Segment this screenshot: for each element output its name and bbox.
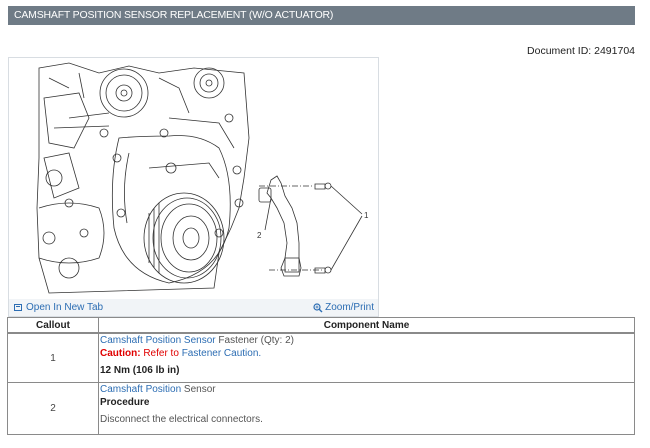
table-row: 1 Camshaft Position Sensor Fastener (Qty…: [7, 332, 635, 383]
callout-label-2: 2: [257, 231, 262, 240]
magnify-icon: [313, 302, 323, 312]
procedure-step: Disconnect the electrical connectors.: [100, 414, 263, 425]
fastener-caution-link[interactable]: Fastener Caution: [181, 348, 259, 359]
column-header-callout: Callout: [7, 317, 99, 334]
new-tab-icon: [14, 304, 22, 311]
page-title-bar: CAMSHAFT POSITION SENSOR REPLACEMENT (W/…: [8, 6, 635, 25]
open-in-new-tab-label: Open In New Tab: [26, 302, 104, 313]
procedure-label: Procedure: [100, 397, 150, 408]
caution-label: Caution:: [100, 348, 141, 359]
caution-period: .: [258, 348, 262, 359]
component-cell: Camshaft Position Sensor Fastener (Qty: …: [98, 332, 635, 383]
callout-cell: 2: [7, 382, 99, 435]
component-suffix: Fastener (Qty: 2): [215, 335, 294, 346]
callout-cell: 1: [7, 332, 99, 383]
document-id: Document ID: 2491704: [527, 45, 635, 57]
component-cell: Camshaft Position Sensor Procedure Disco…: [98, 382, 635, 435]
zoom-print-label: Zoom/Print: [325, 302, 374, 313]
torque-spec: 12 Nm (106 lb in): [100, 365, 180, 376]
open-in-new-tab-link[interactable]: Open In New Tab: [14, 299, 103, 316]
table-header-row: Callout Component Name: [7, 317, 635, 334]
camshaft-position-sensor-link[interactable]: Camshaft Position Sensor: [100, 335, 216, 346]
callout-label-1: 1: [364, 211, 369, 220]
caution-text: Refer to: [140, 348, 182, 359]
illustration-footer: Open In New Tab Zoom/Print: [9, 299, 378, 316]
column-header-component-name: Component Name: [98, 317, 635, 334]
camshaft-position-link[interactable]: Camshaft Position: [100, 384, 182, 395]
illustration-panel: 1 2 Open In New Tab Zoom/Print: [8, 57, 379, 317]
page-title: CAMSHAFT POSITION SENSOR REPLACEMENT (W/…: [14, 9, 334, 21]
component-table: Callout Component Name 1 Camshaft Positi…: [7, 317, 635, 435]
component-suffix: Sensor: [181, 384, 216, 395]
engine-illustration: 1 2: [36, 62, 369, 294]
zoom-print-link[interactable]: Zoom/Print: [313, 299, 374, 316]
table-row: 2 Camshaft Position Sensor Procedure Dis…: [7, 382, 635, 435]
